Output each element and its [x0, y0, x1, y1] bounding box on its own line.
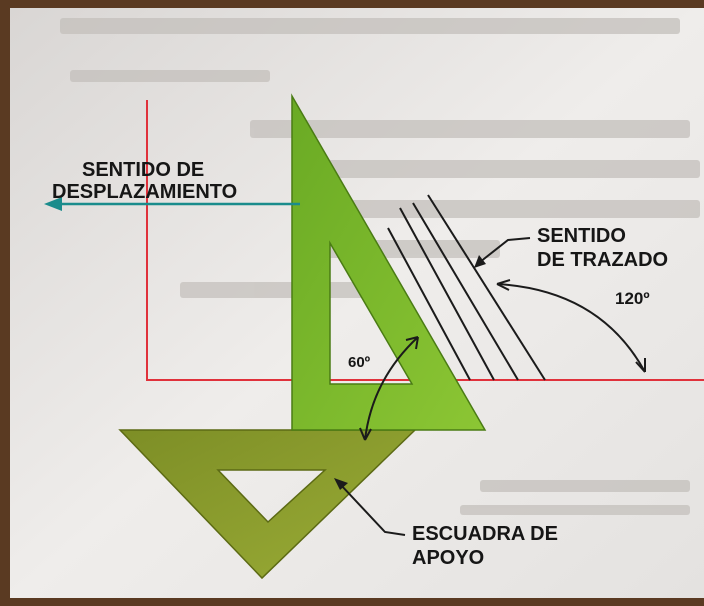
displacement-label-line1: SENTIDO DE — [82, 159, 204, 181]
support-label-line1: ESCUADRA DE — [412, 523, 558, 545]
frame-bottom-edge — [0, 598, 704, 606]
frame-top-edge — [0, 0, 704, 8]
angle-120-label: 120º — [615, 289, 650, 308]
frame-left-edge — [0, 0, 10, 606]
angle-arc-120-icon — [496, 279, 646, 373]
angle-60-label: 60º — [348, 354, 371, 371]
support-pointer-arrowhead — [334, 478, 348, 490]
support-label-line2: APOYO — [412, 547, 484, 569]
trace-pointer-line — [479, 237, 531, 263]
displacement-arrow-icon — [44, 197, 300, 211]
angle-arc-60-icon — [359, 336, 419, 441]
support-pointer-line — [339, 483, 406, 536]
displacement-label-line2: DESPLAZAMIENTO — [52, 181, 237, 203]
support-set-square — [118, 429, 417, 580]
main-set-square — [291, 93, 487, 431]
trace-pointer-arrowhead — [474, 255, 486, 268]
trace-label-line2: DE TRAZADO — [537, 249, 668, 271]
traced-parallel-lines — [387, 194, 546, 381]
trace-label-line1: SENTIDO — [537, 225, 626, 247]
